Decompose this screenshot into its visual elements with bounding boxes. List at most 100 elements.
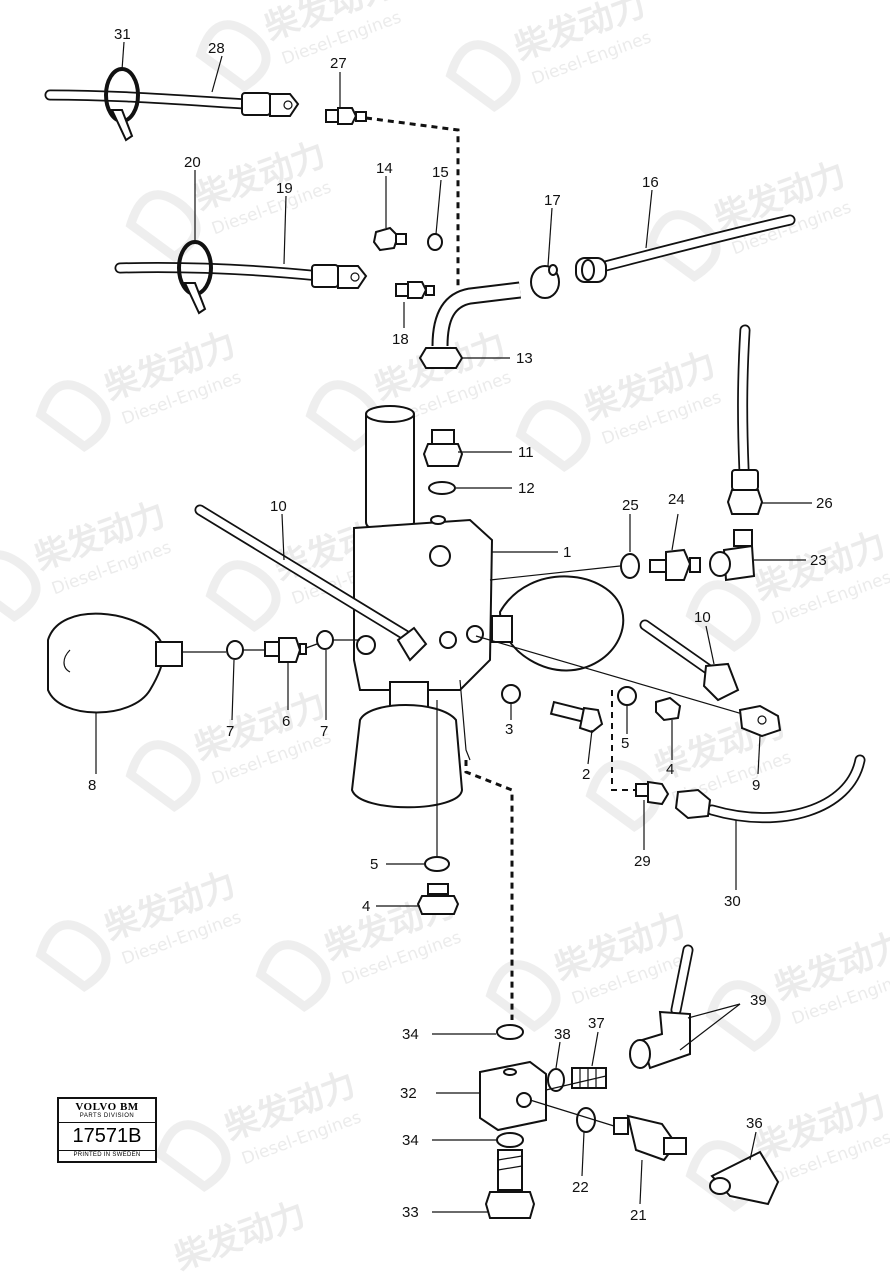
hose-clamp-17	[530, 264, 560, 299]
callout-34-bottom: 34	[402, 1132, 419, 1149]
callout-32: 32	[400, 1085, 417, 1102]
callout-labels: 31 28 27 20 19 14 15 17 16 18 13 11 12 1…	[88, 26, 833, 1224]
callout-30: 30	[724, 893, 741, 910]
adapter-11	[422, 429, 464, 467]
callout-37: 37	[588, 1015, 605, 1032]
callout-17: 17	[544, 192, 561, 209]
watermark: 柴发动力 Diesel-Engines	[445, 0, 654, 113]
banjo-bolt-33	[484, 1149, 536, 1219]
watermark: 柴发动力 Diesel-Engines	[35, 864, 244, 993]
callout-14: 14	[376, 160, 393, 177]
hose-clip-31	[104, 67, 140, 142]
washer-3	[501, 684, 521, 704]
washer-7-right	[316, 630, 334, 650]
callout-4-right: 4	[666, 761, 674, 778]
callout-26: 26	[816, 495, 833, 512]
plate-code: 17571B	[59, 1122, 155, 1151]
callout-27: 27	[330, 55, 347, 72]
plate-printed: PRINTED IN SWEDEN	[73, 1152, 141, 1158]
callout-39: 39	[750, 992, 767, 1009]
callout-29: 29	[634, 853, 651, 870]
washer-25	[620, 553, 640, 579]
screw-2	[549, 700, 604, 734]
callout-16: 16	[642, 174, 659, 191]
pipe-10-right	[639, 619, 740, 702]
callout-36: 36	[746, 1115, 763, 1132]
watermark: 柴发动力 Diesel-Engines	[195, 0, 404, 93]
callout-6: 6	[282, 713, 290, 730]
hose-19	[114, 261, 368, 289]
watermark: 柴发动力 Diesel-Engines	[125, 134, 334, 263]
callout-1: 1	[563, 544, 571, 561]
callout-13: 13	[516, 350, 533, 367]
hose-30	[674, 754, 866, 824]
dashed-connection-line	[365, 116, 460, 288]
nipple-37	[571, 1067, 607, 1089]
callout-5-bottom: 5	[370, 856, 378, 873]
hose-16	[575, 214, 796, 283]
dashed-line-29	[611, 690, 636, 791]
callout-8: 8	[88, 777, 96, 794]
callout-10-left: 10	[270, 498, 287, 515]
callout-15: 15	[432, 164, 449, 181]
callout-33: 33	[402, 1204, 419, 1221]
callout-18: 18	[392, 331, 409, 348]
dashed-line-32	[464, 760, 514, 1020]
valve-body-1	[353, 405, 494, 691]
callout-5-right: 5	[621, 735, 629, 752]
callout-20: 20	[184, 154, 201, 171]
washer-5-bottom	[424, 856, 450, 872]
leader-lines	[95, 41, 812, 1213]
pipe-10-left	[194, 504, 428, 662]
pressure-sender-21	[613, 1114, 687, 1162]
nipple-27	[325, 107, 367, 125]
callout-11: 11	[518, 444, 534, 461]
callout-23: 23	[810, 552, 827, 569]
callout-25: 25	[622, 497, 639, 514]
callout-3: 3	[505, 721, 513, 738]
watermark: 柴发动力 Diesel-Engines	[705, 924, 890, 1053]
callout-22: 22	[572, 1179, 589, 1196]
callout-24: 24	[668, 491, 685, 508]
adapter-9	[738, 704, 782, 738]
block-32	[479, 1060, 547, 1132]
callout-31: 31	[114, 26, 131, 43]
pipe-13	[418, 281, 522, 369]
watermark: 柴发动力 Diesel-Engines	[35, 324, 244, 453]
hose-26	[726, 324, 764, 515]
nipple-29	[635, 780, 670, 806]
watermark: 柴发动力	[169, 1194, 310, 1278]
indicator-bulb-right	[491, 575, 625, 672]
washer-7-left	[226, 640, 244, 660]
callout-2: 2	[582, 766, 590, 783]
callout-7-right: 7	[320, 723, 328, 740]
watermark: 柴发动力 Diesel-Engines	[645, 154, 854, 283]
protective-cap-36	[709, 1150, 780, 1206]
indicator-bulb-bottom	[350, 681, 464, 809]
callout-34-top: 34	[402, 1026, 419, 1043]
watermark: 柴发动力 Diesel-Engines	[685, 1084, 890, 1213]
watermark: 柴发动力 Diesel-Engines	[155, 1064, 364, 1193]
callout-4-bottom: 4	[362, 898, 370, 915]
callout-7-left: 7	[226, 723, 234, 740]
callout-12: 12	[518, 480, 535, 497]
callout-10-right: 10	[694, 609, 711, 626]
svg-text:柴发动力: 柴发动力	[169, 1194, 310, 1278]
elbow-fitting-39	[629, 944, 694, 1070]
callout-38: 38	[554, 1026, 571, 1043]
watermark: 柴发动力 Diesel-Engines	[515, 344, 724, 473]
elbow-23	[709, 529, 756, 582]
washer-34-bottom	[496, 1132, 524, 1148]
watermark: 柴发动力 Diesel-Engines	[685, 524, 890, 653]
plate-division: PARTS DIVISION	[79, 1113, 135, 1119]
indicator-bulb-8	[47, 612, 183, 714]
washer-22	[576, 1107, 596, 1133]
nipple-24	[649, 548, 701, 581]
volvo-parts-plate: VOLVO BM PARTS DIVISION 17571B PRINTED I…	[57, 1097, 157, 1163]
watermark: 柴发动力 Diesel-Engines	[0, 494, 174, 623]
nipple-18	[395, 281, 435, 299]
plug-4-bottom	[416, 883, 460, 915]
hose-clip-20	[177, 240, 213, 315]
plate-brand: VOLVO BM	[75, 1101, 139, 1113]
callout-21: 21	[630, 1207, 647, 1224]
